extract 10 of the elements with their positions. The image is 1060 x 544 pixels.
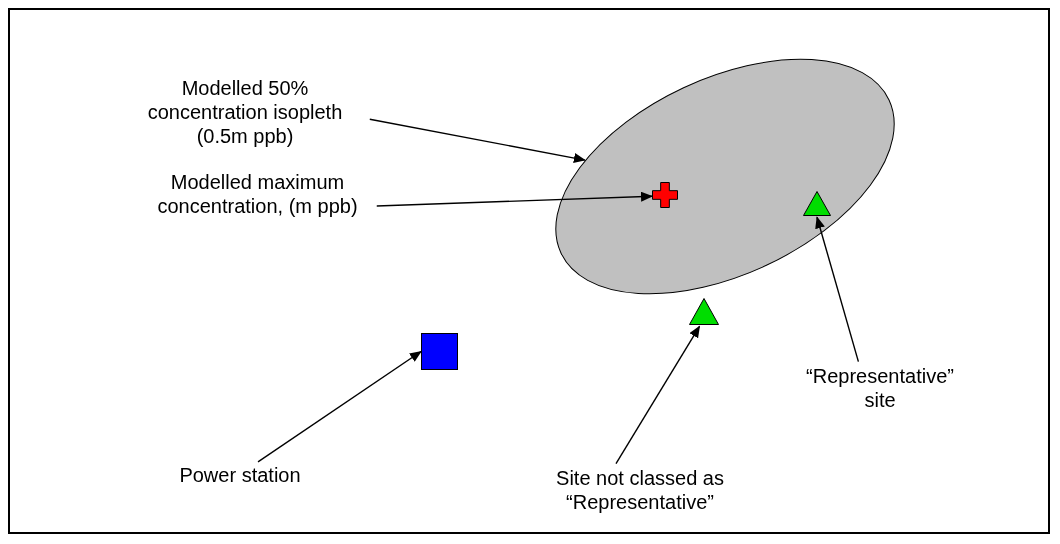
leader-arrow bbox=[257, 350, 422, 463]
callout-text: Power station bbox=[150, 463, 330, 487]
callout-text: “Representative” site bbox=[790, 364, 970, 412]
leader-arrow bbox=[376, 191, 653, 207]
callout-text: Site not classed as “Representative” bbox=[520, 466, 760, 514]
leader-arrow bbox=[615, 325, 701, 465]
leader-arrow bbox=[815, 216, 860, 363]
leader-arrow bbox=[369, 118, 586, 163]
callout-text: Modelled 50% concentration isopleth (0.5m ppb) bbox=[125, 76, 365, 148]
callout-text: Modelled maximum concentration, (m ppb) bbox=[145, 170, 370, 218]
